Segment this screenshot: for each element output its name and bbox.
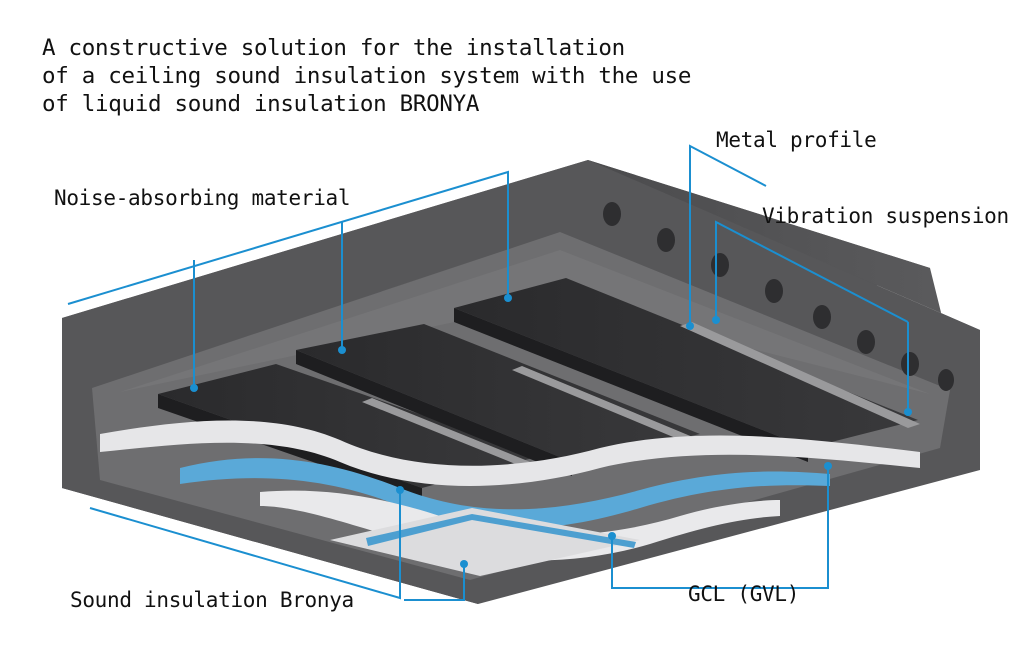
leader-gcl xyxy=(611,466,829,589)
slab-hole xyxy=(857,330,875,354)
gcl-bottom-panel xyxy=(330,508,640,576)
absorbing-panel xyxy=(158,364,540,488)
leader-dot xyxy=(686,322,694,330)
leader-dot xyxy=(504,294,512,302)
absorbing-panel-edge xyxy=(296,350,572,476)
leader-sound-insulation xyxy=(89,492,401,600)
label-sound-insulation-bronya: Sound insulation Bronya xyxy=(70,588,354,612)
diagram-title: A constructive solution for the installa… xyxy=(42,34,742,118)
leader-metal-profile xyxy=(689,144,767,326)
metal-profile xyxy=(362,398,560,478)
slab-hole xyxy=(603,202,621,226)
slab-hole xyxy=(938,369,954,391)
leader-dot xyxy=(460,560,468,568)
metal-profiles xyxy=(362,322,920,478)
gcl-upper-sheet xyxy=(100,420,920,486)
bronya-layer xyxy=(180,458,830,529)
leader-lines xyxy=(67,144,909,601)
absorbing-panel xyxy=(454,278,918,448)
slab-right-face xyxy=(588,160,980,470)
slab-cavity-shadow xyxy=(120,250,930,394)
slab-hole xyxy=(901,352,919,376)
title-line-2: of a ceiling sound insulation system wit… xyxy=(42,63,692,89)
label-metal-profile: Metal profile xyxy=(716,128,877,152)
label-vibration-suspension: Vibration suspension xyxy=(762,204,1009,228)
leader-sound-insulation-2 xyxy=(404,564,465,601)
metal-profile xyxy=(680,322,920,428)
leader-dot xyxy=(190,384,198,392)
label-noise-absorbing-material: Noise-absorbing material xyxy=(54,186,351,210)
slab-hole xyxy=(765,279,783,303)
absorbing-panel xyxy=(296,324,700,462)
leader-dot xyxy=(396,486,404,494)
label-gcl: GCL (GVL) xyxy=(688,582,800,606)
absorbing-panel-edge xyxy=(454,308,808,462)
gcl-lower-sheet xyxy=(260,490,780,561)
slab-hole xyxy=(813,305,831,329)
slab-hole xyxy=(657,228,675,252)
bronya-strip xyxy=(366,514,636,548)
leader-dot xyxy=(824,462,832,470)
leader-dot xyxy=(608,532,616,540)
leader-dot xyxy=(904,408,912,416)
leader-noise-absorbing xyxy=(67,170,509,305)
title-line-1: A constructive solution for the installa… xyxy=(42,35,625,61)
metal-profile xyxy=(512,366,700,444)
leader-dot xyxy=(712,316,720,324)
leader-dots xyxy=(190,294,912,568)
title-line-3: of liquid sound insulation BRONYA xyxy=(42,91,480,117)
slab-holes xyxy=(603,202,954,391)
leader-vibration xyxy=(715,220,909,324)
leader-dot xyxy=(338,346,346,354)
slab-hole xyxy=(711,253,729,277)
